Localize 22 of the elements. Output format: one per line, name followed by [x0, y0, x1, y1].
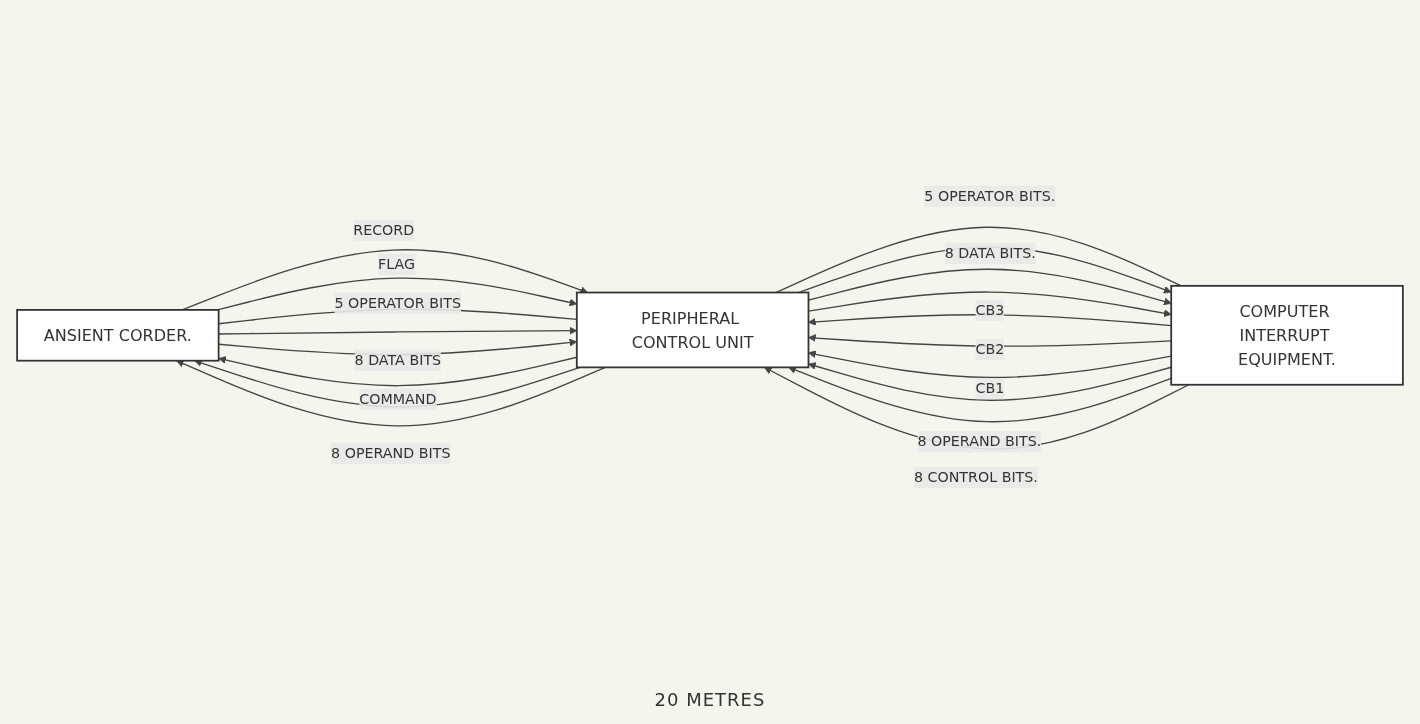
arrow [808, 314, 1172, 327]
dimension-label: 20 METRES [654, 688, 766, 710]
arrow [788, 366, 1172, 423]
arrow [808, 362, 1172, 401]
edge-label: 5 OPERATOR BITS [334, 294, 461, 312]
edge-label: 8 DATA BITS [354, 351, 442, 369]
node-box: PERIPHERAL CONTROL UNIT [575, 291, 810, 369]
edge-label: RECORD [353, 221, 415, 239]
edge-label: CB3 [975, 301, 1005, 319]
edge-label: 8 DATA BITS. [944, 244, 1036, 262]
node-box: COMPUTER INTERRUPT EQUIPMENT. [1170, 284, 1404, 386]
edge-label: 8 OPERAND BITS [331, 444, 451, 462]
edge-label: 8 OPERAND BITS. [917, 432, 1042, 450]
edge-label: 8 CONTROL BITS. [913, 468, 1038, 486]
edge-label: FLAG [378, 255, 416, 273]
arrow [808, 334, 1172, 347]
edge-label: 5 OPERATOR BITS. [924, 187, 1056, 205]
edge-label: COMMAND [359, 390, 437, 408]
edge-label: CB1 [975, 379, 1005, 397]
arrow [808, 350, 1172, 379]
node-box: ANSIENT CORDER. [16, 309, 220, 362]
edge-label: CB2 [975, 340, 1005, 358]
